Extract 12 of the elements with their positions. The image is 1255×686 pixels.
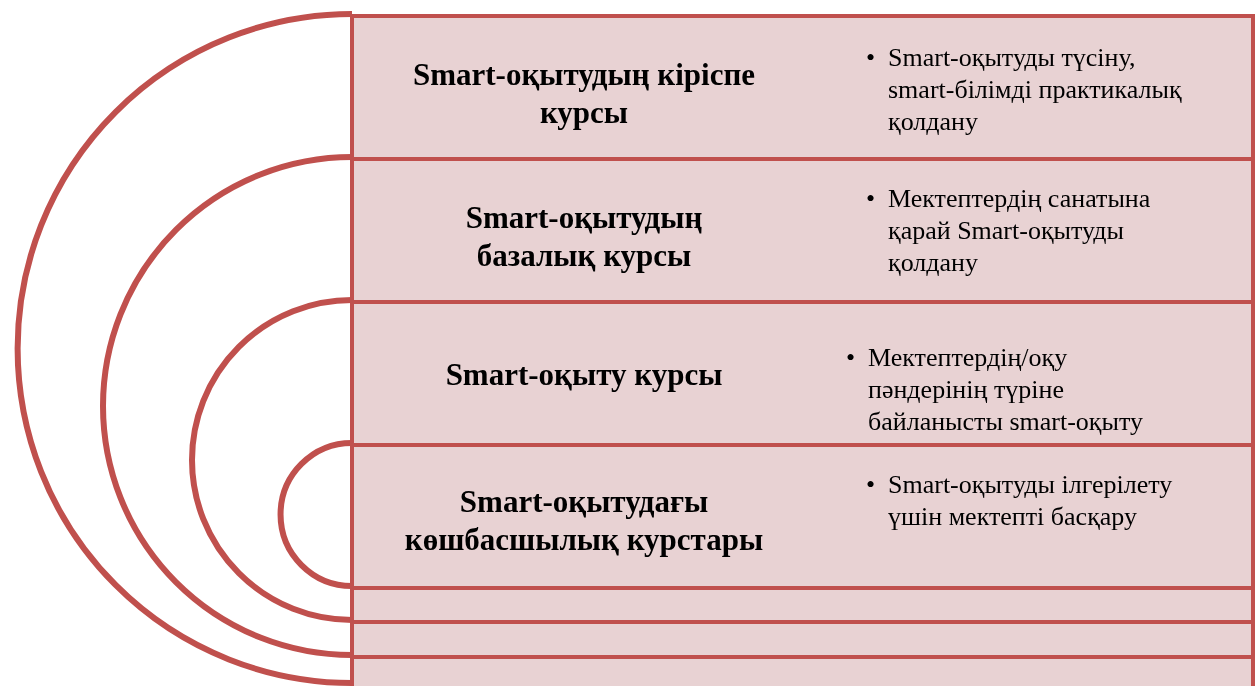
course-description: Smart-оқытуды түсіну, smart-білімді практикалық қолдану [888, 42, 1183, 138]
course-title: Smart-оқытудың кіріспе курсы [411, 56, 757, 132]
course-title: Smart-оқытудағы көшбасшылық курстары [403, 483, 765, 559]
course-description: Мектептердің санатына қарай Smart-оқытуды қолдану [888, 183, 1152, 279]
course-title: Smart-оқыту курсы [444, 356, 724, 394]
bullet-mark: • [866, 183, 876, 215]
course-description: Мектептердің/оқу пәндерінің түріне байланысты smart-оқыту [868, 342, 1144, 438]
bullet-mark: • [846, 342, 856, 374]
course-title: Smart-оқытудың базалық курсы [464, 199, 704, 275]
bullet-mark: • [866, 42, 876, 74]
bullet-mark: • [866, 469, 876, 501]
course-description: Smart-оқытуды ілгерілету үшін мектепті басқару [888, 469, 1174, 533]
